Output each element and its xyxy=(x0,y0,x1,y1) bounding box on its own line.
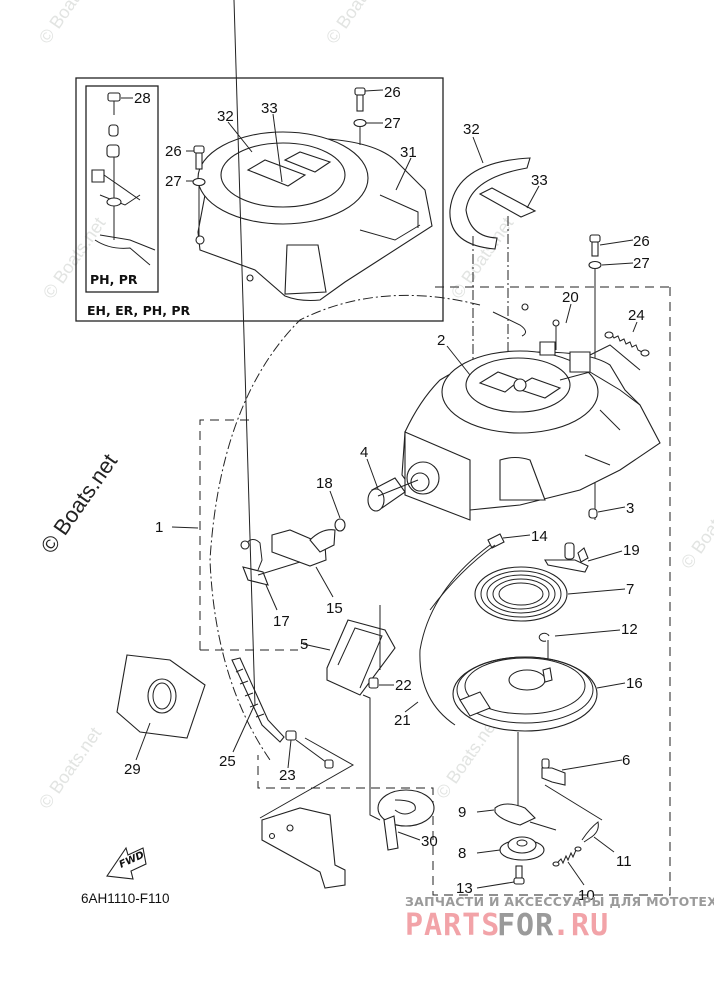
callout-27: 27 xyxy=(633,255,650,272)
callout-25: 25 xyxy=(219,753,236,770)
callout-26: 26 xyxy=(165,143,182,160)
assembly-boundary xyxy=(199,286,671,896)
fwd-arrow-icon: FWD xyxy=(106,846,147,880)
callout-22: 22 xyxy=(395,677,412,694)
callout-26: 26 xyxy=(633,233,650,250)
mount-bracket xyxy=(261,807,346,889)
promo-logo-for: FOR xyxy=(497,908,554,943)
callout-20: 20 xyxy=(562,289,579,306)
pawl-spring-11: 11 xyxy=(581,821,632,870)
callout-17: 17 xyxy=(273,613,290,630)
callout-27: 27 xyxy=(165,173,182,190)
callout-32: 32 xyxy=(217,108,234,125)
inset-inner-variants: PH, PR xyxy=(90,272,138,287)
clip-12: 12 xyxy=(538,621,638,668)
bracket-21: 5 xyxy=(300,605,396,696)
callout-14: 14 xyxy=(531,528,548,545)
spring-24: 24 xyxy=(604,307,650,357)
watermark-boats: © Boats.net xyxy=(35,0,105,47)
promo-logo-ru: .RU xyxy=(552,908,609,943)
watermark-boats: © Boats.net xyxy=(322,0,392,47)
inset-outer-variants: EH, ER, PH, PR xyxy=(87,303,190,318)
inset-bolt-26-left xyxy=(192,145,206,236)
callout-15: 15 xyxy=(326,600,343,617)
drive-plate-8: 8 xyxy=(458,836,545,862)
callout-26: 26 xyxy=(384,84,401,101)
screw-22: 22 xyxy=(362,677,412,821)
watermark-boats: © Boats.net xyxy=(35,724,105,813)
callout-6: 6 xyxy=(622,752,630,769)
pawl-6: 6 xyxy=(541,752,630,821)
promo-logo-parts: PARTS xyxy=(405,908,500,943)
callout-3: 3 xyxy=(626,500,634,517)
callout-32: 32 xyxy=(463,121,480,138)
callout-18: 18 xyxy=(316,475,333,492)
rope-guide-4: 4 xyxy=(360,444,440,512)
callout-8: 8 xyxy=(458,845,466,862)
diagram-code: 6AH1110-F110 xyxy=(81,891,170,906)
cable-25: 25 23 xyxy=(219,0,355,819)
promo-watermark: ЗАПЧАСТИ И АКСЕССУАРЫ ДЛЯ МОТОТЕХНИКИ PA… xyxy=(405,894,714,943)
callout-2: 2 xyxy=(437,332,445,349)
drum-sheave-5: 16 xyxy=(452,656,643,810)
callout-30: 30 xyxy=(421,833,438,850)
callout-13: 13 xyxy=(456,880,473,897)
collar-3: 3 xyxy=(588,500,634,519)
spiral-spring-7: 7 xyxy=(474,566,634,622)
decal-ring-32: 32 xyxy=(449,121,531,250)
return-spring-10: 10 xyxy=(552,846,595,904)
inset-bolt-28 xyxy=(91,92,156,266)
starter-case-2: 2 xyxy=(401,303,661,521)
callout-33: 33 xyxy=(531,172,548,189)
callout-4: 4 xyxy=(360,444,368,461)
callout-31: 31 xyxy=(400,144,417,161)
callout-23: 23 xyxy=(279,767,296,784)
rope-16: 14 21 xyxy=(394,528,548,729)
callout-19: 19 xyxy=(623,542,640,559)
callout-29: 29 xyxy=(124,761,141,778)
inset-frame: PH, PR EH, ER, PH, PR xyxy=(75,77,444,322)
inset-bolt-26-right xyxy=(353,87,367,145)
grommet-29: 29 xyxy=(116,654,206,778)
callout-21: 5 xyxy=(300,636,308,653)
inset-cover xyxy=(195,131,433,302)
callout-27: 27 xyxy=(384,115,401,132)
holder-30: 30 xyxy=(377,789,438,851)
handle-15: 15 17 xyxy=(240,529,343,630)
callout-1: 1 xyxy=(155,519,163,536)
callout-10: 10 xyxy=(578,887,595,904)
callout-12: 12 xyxy=(621,621,638,638)
callout-11: 11 xyxy=(616,853,632,870)
callout-24: 24 xyxy=(628,307,645,324)
callout-5: 16 xyxy=(626,675,643,692)
callout-7: 7 xyxy=(626,581,634,598)
lock-plate-19: 19 xyxy=(544,542,640,573)
watermark-boats: © Boats.net xyxy=(39,214,109,303)
watermark-boats-large: © Boats.net xyxy=(36,449,123,558)
stopper-18: 18 xyxy=(316,475,346,532)
bolt-13: 13 xyxy=(456,865,525,897)
guide-9: 9 xyxy=(458,803,557,831)
callout-33: 33 xyxy=(261,100,278,117)
callout-9: 9 xyxy=(458,804,466,821)
plate-20: 20 xyxy=(552,289,579,350)
watermark-boats: © Boats.net xyxy=(677,484,714,573)
callout-28: 28 xyxy=(134,90,151,107)
promo-tagline: ЗАПЧАСТИ И АКСЕССУАРЫ ДЛЯ МОТОТЕХНИКИ xyxy=(405,894,714,909)
callout-16: 21 xyxy=(394,712,411,729)
